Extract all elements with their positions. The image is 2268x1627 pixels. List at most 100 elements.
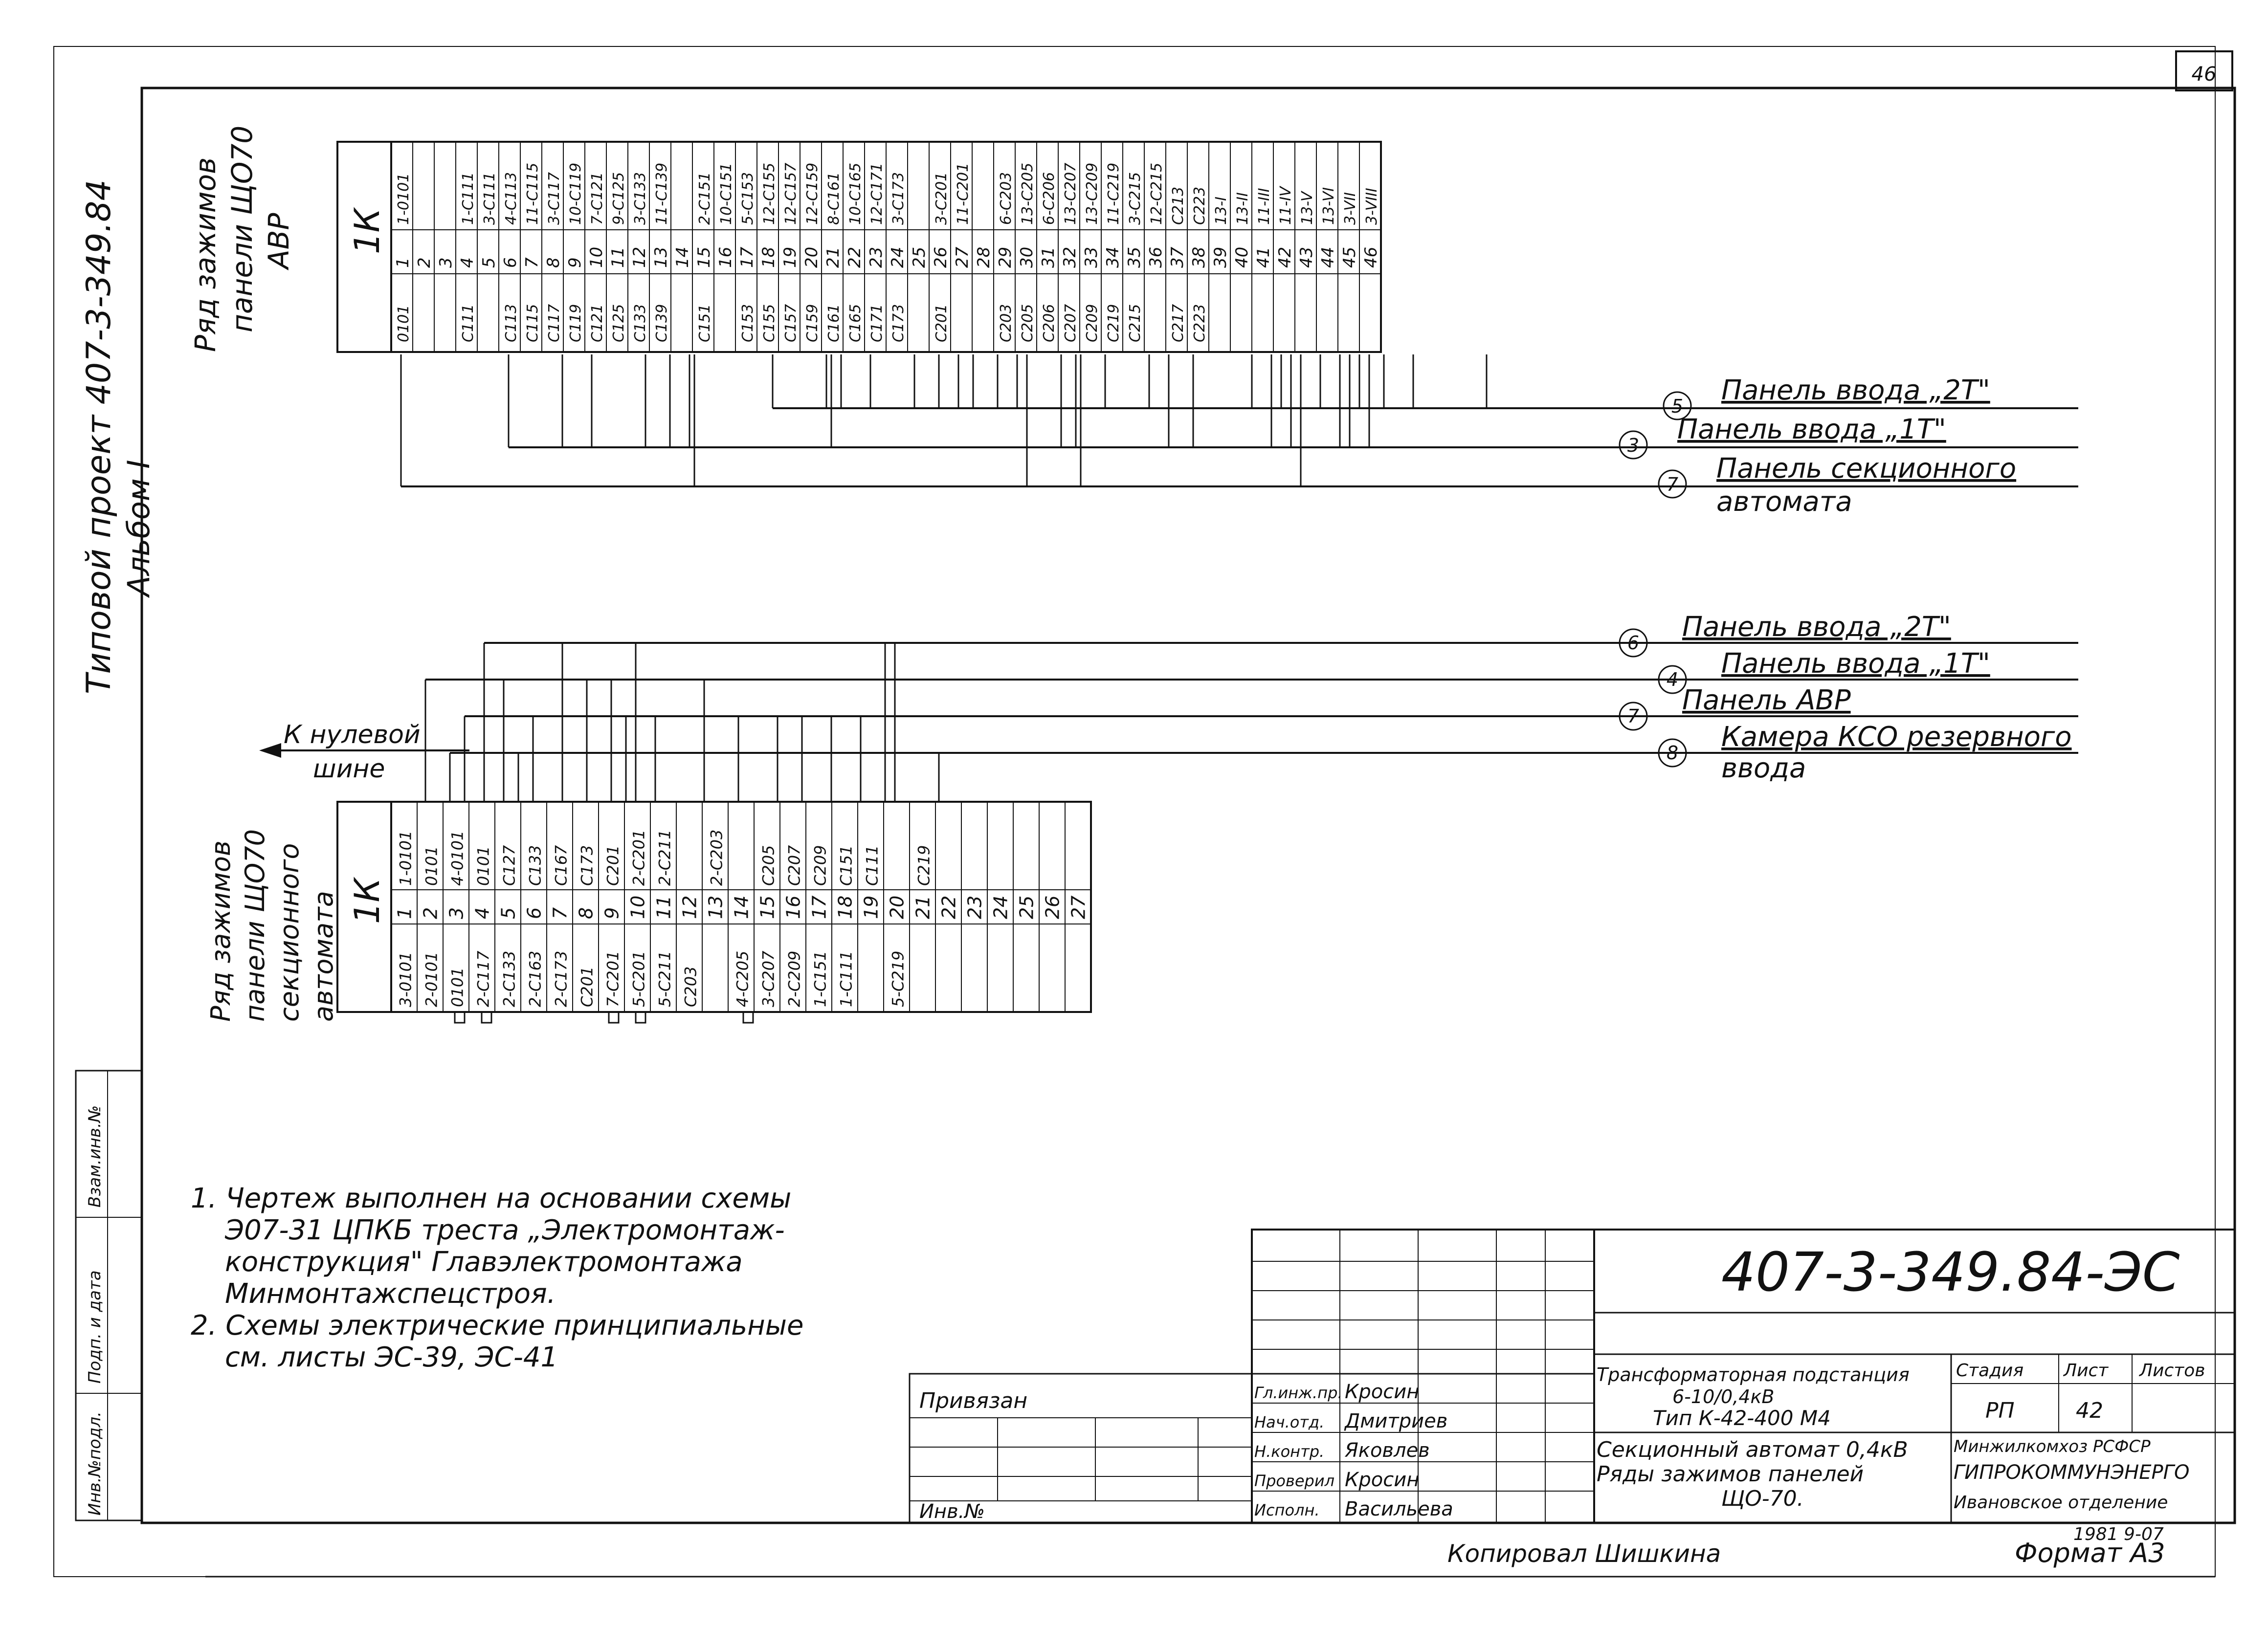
terminal-number: 24 bbox=[888, 247, 908, 268]
terminal-top-code: 13-С209 bbox=[1084, 163, 1101, 225]
role-title: Гл.инж.пр. bbox=[1254, 1384, 1343, 1402]
role-name: Кросин bbox=[1345, 1469, 1419, 1491]
terminal-number: 5 bbox=[479, 257, 499, 268]
destination-number: 7 bbox=[1627, 705, 1639, 727]
terminal-number: 25 bbox=[910, 247, 929, 268]
terminal-top-code: 7-С121 bbox=[589, 172, 606, 225]
role-name: Кросин bbox=[1345, 1381, 1419, 1403]
role-title: Нач.отд. bbox=[1254, 1413, 1324, 1431]
terminal-top-code: 1-С111 bbox=[460, 172, 477, 225]
svg-text:Тип К-42-400 М4: Тип К-42-400 М4 bbox=[1653, 1406, 1831, 1430]
terminal-top-code: 5-С153 bbox=[739, 172, 756, 225]
terminal-top-code: 13-С205 bbox=[1019, 163, 1036, 225]
terminal-number: 41 bbox=[1254, 247, 1273, 268]
terminal-bottom-code: С151 bbox=[696, 304, 713, 342]
svg-text:Стадия: Стадия bbox=[1956, 1361, 2023, 1381]
terminal-number: 23 bbox=[964, 896, 986, 919]
terminal-bottom-code: С203 bbox=[998, 304, 1015, 342]
sheet-number-box bbox=[2175, 50, 2233, 91]
sheet-number: 46 bbox=[2192, 63, 2217, 86]
svg-text:конструкция" Главэлектромонтаж: конструкция" Главэлектромонтажа bbox=[225, 1246, 743, 1278]
terminal-top-code: 12-С157 bbox=[782, 163, 800, 225]
terminal-number: 6 bbox=[524, 907, 545, 919]
terminal-top-code: 11-С115 bbox=[524, 163, 541, 225]
terminal-top-code: 2-С151 bbox=[696, 172, 713, 225]
terminal-number: 25 bbox=[1016, 896, 1038, 919]
terminal-left-code: С203 bbox=[682, 967, 700, 1007]
terminal-top-code: 13-VI bbox=[1320, 187, 1337, 225]
terminal-number: 42 bbox=[1275, 247, 1295, 268]
terminal-number: 26 bbox=[1042, 896, 1064, 919]
terminal-number: 29 bbox=[996, 247, 1015, 268]
terminal-number: 31 bbox=[1039, 247, 1058, 268]
terminal-bottom-code: С209 bbox=[1084, 304, 1101, 342]
role-title: Исполн. bbox=[1254, 1501, 1320, 1519]
terminal-top-code: 3-С133 bbox=[632, 172, 649, 225]
destination-circle bbox=[1619, 628, 1648, 658]
terminal-number: 3 bbox=[436, 257, 456, 268]
terminal-top-code: 3-С201 bbox=[933, 172, 950, 225]
terminal-top-code: 13-I bbox=[1213, 197, 1230, 225]
terminal-number: 5 bbox=[498, 907, 519, 919]
destination-number: 3 bbox=[1627, 435, 1639, 456]
terminal-bottom-code: С215 bbox=[1127, 304, 1144, 342]
ground-bus-arrow: К нулевой шине bbox=[259, 720, 469, 784]
terminal-left-code: 0101 bbox=[448, 967, 467, 1007]
svg-text:ЩО-70.: ЩО-70. bbox=[1721, 1486, 1804, 1511]
terminal-number: 9 bbox=[601, 907, 623, 919]
svg-text:Минжилкомхоз РСФСР: Минжилкомхоз РСФСР bbox=[1954, 1437, 2151, 1456]
terminal-top-code: 8-С161 bbox=[825, 172, 843, 225]
terminal-number: 22 bbox=[845, 247, 865, 268]
terminal-number: 11 bbox=[653, 896, 675, 919]
terminal-right-code: 1-0101 bbox=[397, 831, 415, 886]
terminal-bottom-code: С201 bbox=[933, 304, 950, 342]
terminal-number: 12 bbox=[679, 896, 701, 919]
terminal-top-code: С223 bbox=[1191, 187, 1208, 225]
terminal-number: 14 bbox=[673, 247, 692, 268]
terminal-number: 3 bbox=[446, 907, 467, 919]
project-title: Типовой проект 407-3-349.84 bbox=[80, 179, 118, 694]
terminal-number: 15 bbox=[694, 247, 714, 268]
destination-circle bbox=[1619, 430, 1648, 460]
ground-label-2: шине bbox=[313, 754, 385, 784]
terminal-number: 26 bbox=[931, 247, 951, 268]
terminal-number: 17 bbox=[737, 246, 757, 268]
terminal-number: 22 bbox=[938, 896, 960, 919]
terminal-number: 8 bbox=[544, 257, 563, 268]
terminal-top-code: 1-0101 bbox=[395, 173, 412, 225]
terminal-bottom-code: С165 bbox=[847, 304, 864, 342]
terminal-number: 4 bbox=[458, 257, 477, 268]
terminal-number: 2 bbox=[415, 257, 434, 268]
destination-label: Панель секционного bbox=[1716, 453, 2016, 484]
format-label: Формат А3 bbox=[2015, 1538, 2165, 1568]
svg-text:секционного: секционного bbox=[274, 843, 305, 1022]
terminal-bottom-code: С171 bbox=[868, 304, 886, 342]
svg-text:Э07-31 ЦПКБ треста „Электромон: Э07-31 ЦПКБ треста „Электромонтаж- bbox=[224, 1214, 785, 1246]
ground-label-1: К нулевой bbox=[284, 720, 421, 749]
sheet-value: 42 bbox=[2076, 1398, 2103, 1423]
terminal-number: 10 bbox=[627, 896, 649, 919]
top-block-marker: 1К bbox=[347, 206, 387, 254]
terminal-top-code: 3-С215 bbox=[1127, 172, 1144, 225]
terminal-right-code: С207 bbox=[785, 845, 804, 886]
destination-number: 5 bbox=[1671, 396, 1683, 417]
svg-text:Ряды зажимов панелей: Ряды зажимов панелей bbox=[1597, 1462, 1864, 1487]
terminal-left-code: 2-С209 bbox=[785, 951, 804, 1007]
terminal-number: 16 bbox=[716, 247, 735, 268]
terminal-bottom-code: С219 bbox=[1105, 304, 1122, 342]
terminal-right-code: 0101 bbox=[474, 846, 493, 886]
terminal-bottom-code: С173 bbox=[890, 304, 907, 342]
terminal-bottom-code: С111 bbox=[460, 304, 477, 342]
terminal-number: 17 bbox=[809, 896, 830, 919]
terminal-right-code: С127 bbox=[500, 845, 519, 886]
terminal-bottom-code: С139 bbox=[653, 304, 670, 342]
terminal-number: 37 bbox=[1168, 246, 1187, 268]
terminal-number: 12 bbox=[630, 247, 649, 268]
terminal-bottom-code: С206 bbox=[1041, 304, 1058, 342]
terminal-number: 36 bbox=[1146, 247, 1166, 268]
terminal-left-code: 2-С117 bbox=[474, 950, 493, 1007]
terminal-number: 19 bbox=[861, 896, 882, 919]
terminal-top-code: 11-С201 bbox=[955, 163, 972, 225]
destination-label: Панель ввода „2Т" bbox=[1682, 611, 1951, 643]
